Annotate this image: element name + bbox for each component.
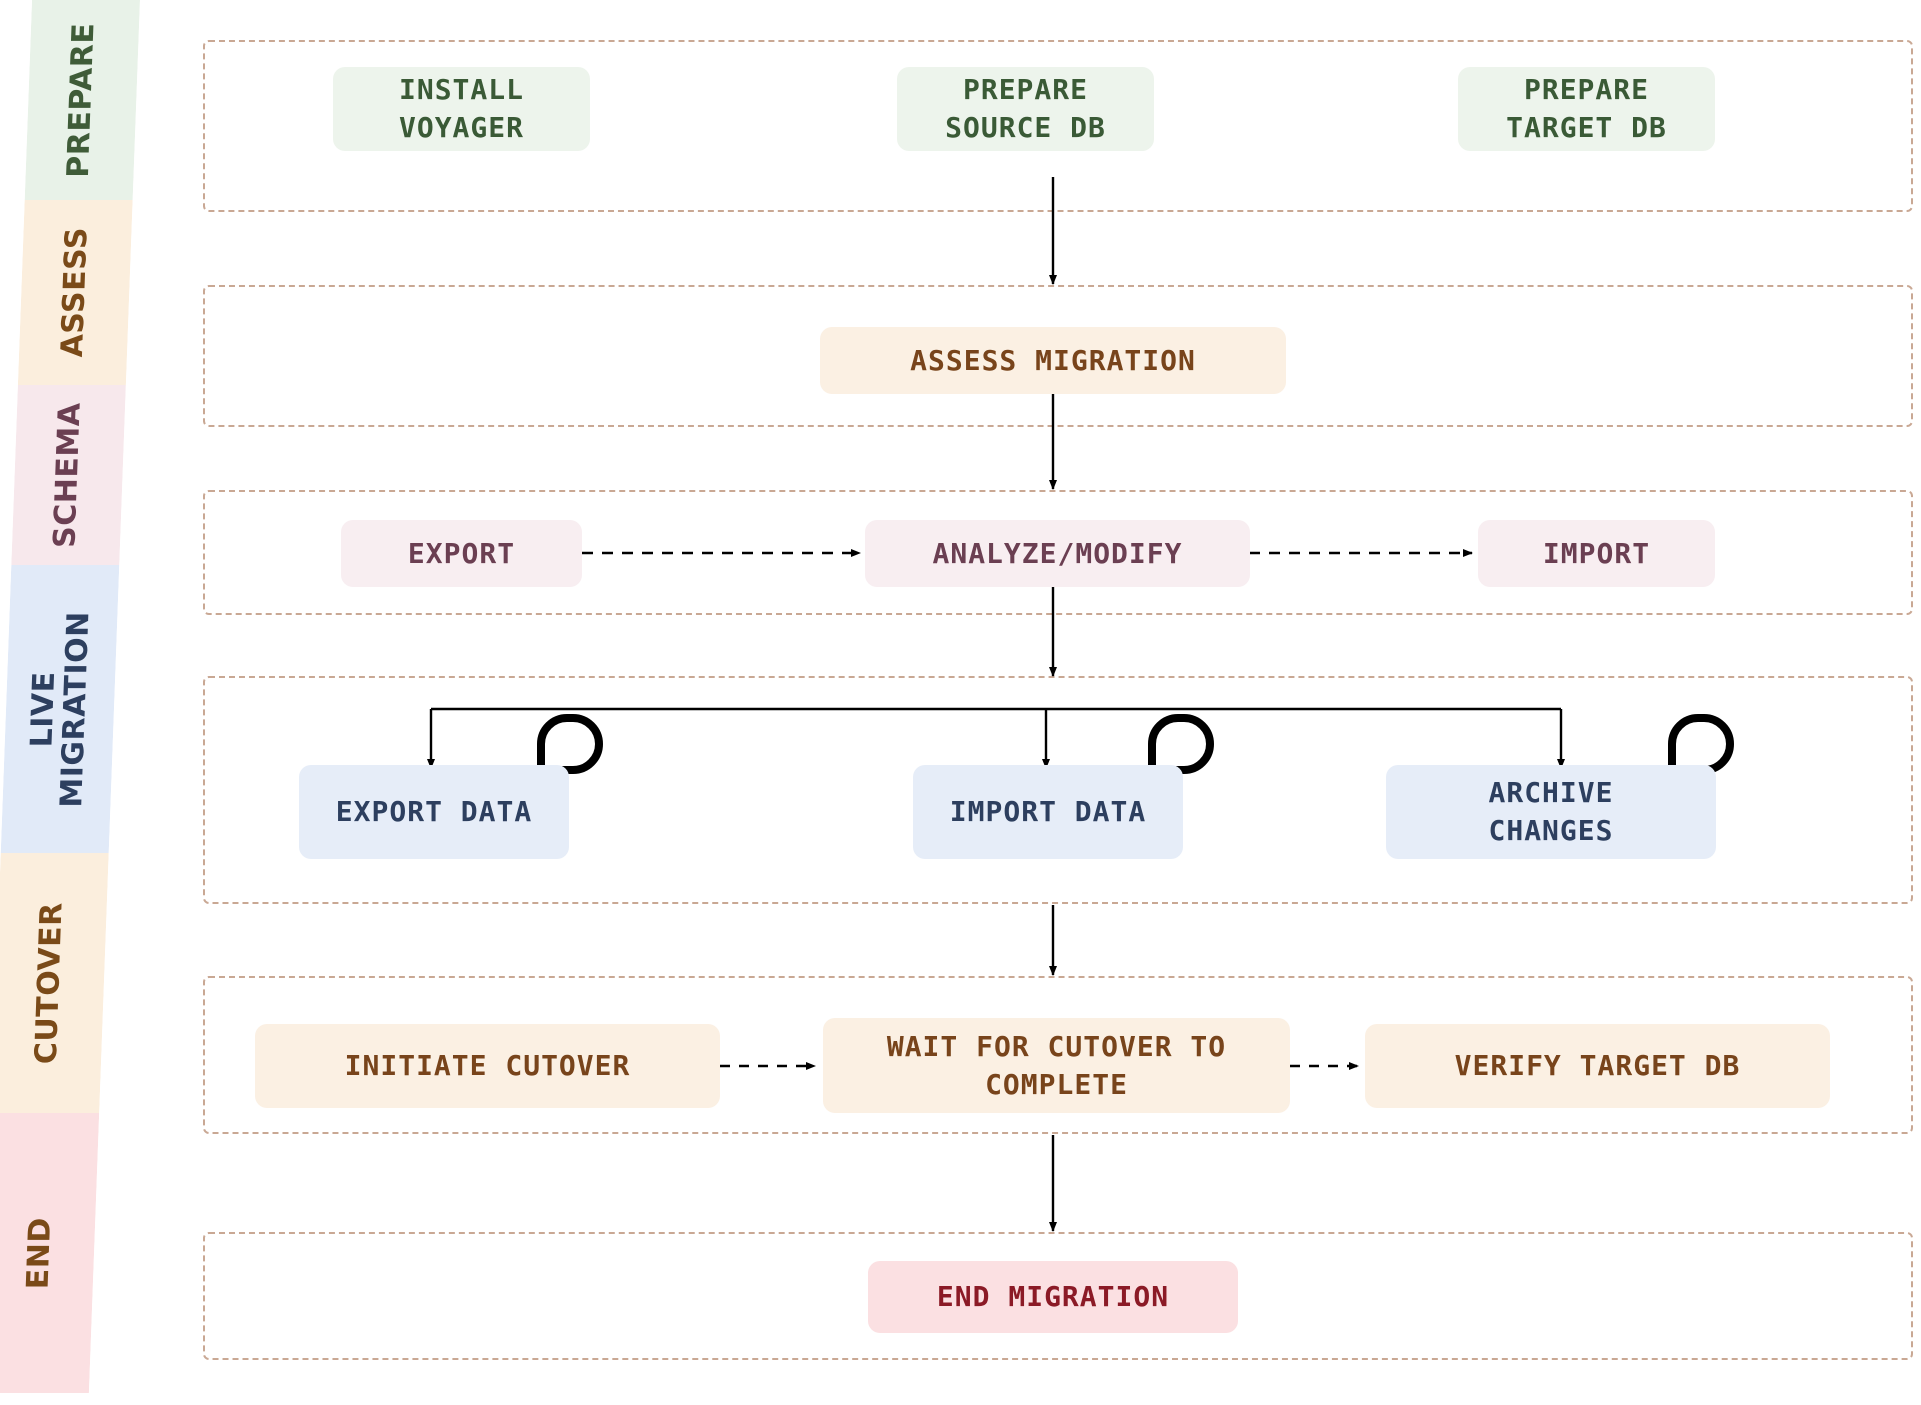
phase-label-prepare: PREPARE <box>61 22 102 178</box>
phase-label-live-migration: LIVE MIGRATION <box>24 610 97 808</box>
node-export-data[interactable]: EXPORT DATA <box>299 765 569 859</box>
phase-band-live-migration: LIVE MIGRATION <box>0 565 120 853</box>
node-end-migration[interactable]: END MIGRATION <box>868 1261 1238 1333</box>
node-prepare-target-db[interactable]: PREPARE TARGET DB <box>1458 67 1715 151</box>
lane-container-cutover <box>203 976 1913 1134</box>
node-verify-target-db[interactable]: VERIFY TARGET DB <box>1365 1024 1830 1108</box>
phase-sidebar: PREPARE ASSESS SCHEMA LIVE MIGRATION CUT… <box>0 0 140 1393</box>
node-prepare-source-db[interactable]: PREPARE SOURCE DB <box>897 67 1154 151</box>
node-import-data[interactable]: IMPORT DATA <box>913 765 1183 859</box>
node-install-voyager[interactable]: INSTALL VOYAGER <box>333 67 590 151</box>
phase-label-cutover: CUTOVER <box>28 902 70 1064</box>
phase-band-prepare: PREPARE <box>24 0 140 200</box>
node-assess-migration[interactable]: ASSESS MIGRATION <box>820 327 1286 394</box>
node-wait-for-cutover[interactable]: WAIT FOR CUTOVER TO COMPLETE <box>823 1018 1290 1113</box>
node-archive-changes[interactable]: ARCHIVE CHANGES <box>1386 765 1716 859</box>
phase-band-end: END <box>0 1113 100 1393</box>
phase-label-end: END <box>20 1216 59 1289</box>
node-import[interactable]: IMPORT <box>1478 520 1715 587</box>
lane-container-schema <box>203 490 1913 615</box>
lane-container-end <box>203 1232 1913 1360</box>
node-initiate-cutover[interactable]: INITIATE CUTOVER <box>255 1024 720 1108</box>
node-analyze-modify[interactable]: ANALYZE/MODIFY <box>865 520 1250 587</box>
lane-container-live <box>203 676 1913 904</box>
lane-container-prepare <box>203 40 1913 212</box>
phase-label-assess: ASSESS <box>54 227 95 358</box>
phase-band-cutover: CUTOVER <box>0 853 109 1113</box>
phase-band-schema: SCHEMA <box>11 385 126 565</box>
phase-band-assess: ASSESS <box>17 200 133 385</box>
phase-label-schema: SCHEMA <box>47 402 89 548</box>
lane-container-assess <box>203 285 1913 427</box>
node-export[interactable]: EXPORT <box>341 520 582 587</box>
